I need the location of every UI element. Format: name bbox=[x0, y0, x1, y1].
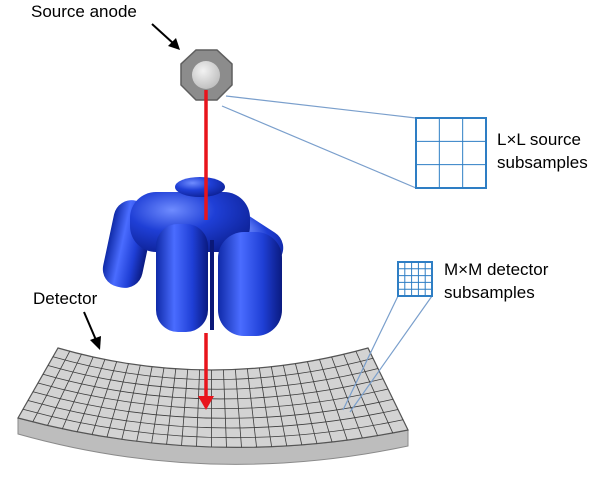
detector-subsamples-label-line1: M×M detector bbox=[444, 260, 549, 279]
detector-subsamples-label: M×M detector subsamples bbox=[444, 259, 548, 305]
source-anode-pointer-head bbox=[168, 38, 180, 50]
detector-subsample-frame bbox=[397, 261, 433, 297]
detector-row-line bbox=[37, 382, 389, 409]
patient-phantom bbox=[102, 177, 284, 336]
x-ray-path bbox=[198, 90, 214, 410]
source-zoom-lines bbox=[221, 95, 417, 189]
detector-row-line bbox=[52, 356, 374, 381]
detector-subsample-grid bbox=[397, 261, 433, 297]
source-subsamples-label-line2: subsamples bbox=[497, 152, 588, 172]
detector-grid bbox=[22, 351, 404, 448]
detector-row-line bbox=[22, 408, 404, 439]
source-anode-pointer-line bbox=[151, 23, 175, 45]
detector-zoom-line-left bbox=[342, 295, 399, 411]
source-anode-focal-spot bbox=[192, 61, 220, 89]
source-zoom-line-bottom bbox=[221, 105, 417, 189]
phantom-head bbox=[175, 177, 225, 197]
detector-pointer-head bbox=[90, 336, 101, 350]
source-anode bbox=[180, 49, 233, 101]
detector-subsample-cells bbox=[398, 262, 432, 296]
source-anode-label: Source anode bbox=[31, 2, 137, 21]
detector-pointer-line bbox=[83, 311, 97, 341]
source-subsample-cells bbox=[416, 118, 486, 188]
detector-subsamples-label-line2: subsamples bbox=[444, 282, 535, 302]
source-subsamples-label-line1: L×L source bbox=[497, 130, 581, 149]
ray-arrowhead bbox=[198, 396, 214, 410]
detector-zoom-line-right bbox=[349, 295, 433, 413]
phantom-left-leg bbox=[156, 224, 208, 332]
source-subsample-grid bbox=[415, 117, 487, 189]
detector-row-line bbox=[47, 365, 379, 390]
source-subsamples-label: L×L source subsamples bbox=[497, 129, 588, 175]
phantom-right-leg bbox=[218, 232, 282, 336]
detector-label: Detector bbox=[33, 289, 98, 308]
annotation-arrows bbox=[83, 23, 180, 350]
detector-row-line bbox=[27, 400, 399, 429]
detector-array bbox=[17, 347, 409, 465]
source-subsample-frame bbox=[415, 117, 487, 189]
source-zoom-line-top bbox=[225, 95, 417, 119]
detector-zoom-lines bbox=[342, 295, 433, 413]
